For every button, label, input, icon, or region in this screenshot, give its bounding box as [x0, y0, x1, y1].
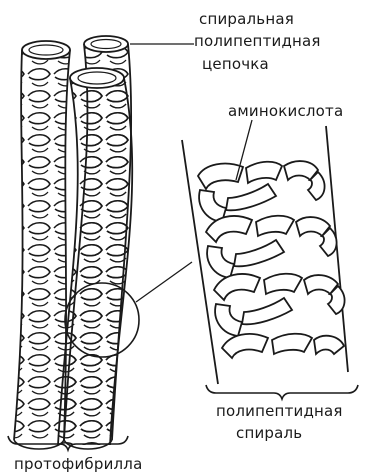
helical-chain-label-line-1: спиральная: [199, 10, 294, 28]
helical-chain-a: [14, 41, 70, 440]
magnification-connector: [136, 262, 192, 302]
polypeptide-helix-label-line-1: полипептидная: [216, 402, 343, 420]
helical-chain-label-line-3: цепочка: [202, 55, 269, 73]
polypeptide-helix-enlarged: [182, 126, 348, 384]
protofibril-strands: [14, 36, 132, 449]
protofibril-label: протофибрилла: [14, 455, 142, 473]
helical-chain-c: [58, 68, 132, 445]
polypeptide-helix-label-line-2: спираль: [236, 424, 302, 442]
helical-chain-label-line-2: полипептидная: [194, 32, 321, 50]
polypeptide-helix-brace: [206, 385, 358, 399]
amino-acid-label: аминокислота: [228, 102, 343, 120]
